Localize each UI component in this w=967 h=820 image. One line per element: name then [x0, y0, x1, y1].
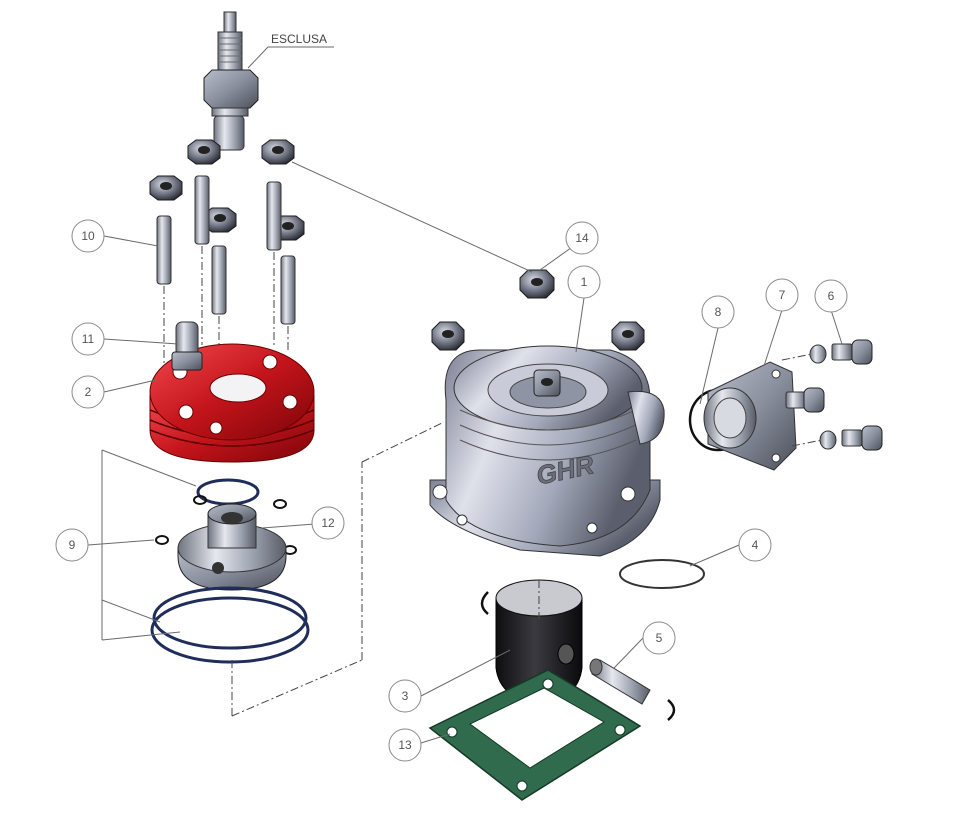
callout-6: 6	[814, 279, 848, 313]
svg-text:6: 6	[828, 289, 835, 303]
spark-plug	[203, 11, 259, 151]
nut-projection-line	[291, 161, 533, 273]
callout-8: 8	[701, 295, 735, 329]
piston-ring	[619, 559, 705, 589]
svg-text:11: 11	[82, 332, 95, 346]
callout-5: 5	[642, 621, 676, 655]
cylinder-nut-14	[519, 269, 555, 299]
svg-text:14: 14	[575, 231, 589, 245]
piston-pin	[589, 658, 651, 705]
head-nut-top-right	[261, 139, 295, 165]
callout-14: 14	[565, 221, 599, 255]
svg-text:5: 5	[656, 631, 663, 645]
callout-1: 1	[567, 265, 601, 299]
svg-text:10: 10	[81, 229, 95, 243]
head-nut-top-left	[187, 139, 221, 165]
piston-clips	[480, 591, 676, 721]
esclusa-label: ESCLUSA	[271, 32, 327, 46]
callout-2: 2	[71, 375, 105, 409]
svg-text:4: 4	[752, 538, 759, 552]
head-nut-mid	[203, 207, 237, 233]
cylinder-nut-left	[431, 321, 465, 351]
svg-text:8: 8	[715, 305, 722, 319]
callout-12: 12	[311, 506, 345, 540]
piston	[495, 579, 583, 703]
svg-text:1: 1	[581, 275, 588, 289]
stud-centerlines	[163, 246, 289, 380]
oring-large-upper	[196, 478, 260, 506]
callout-3: 3	[388, 679, 422, 713]
combustion-insert	[177, 503, 287, 591]
assembly-axis	[231, 421, 445, 717]
svg-text:13: 13	[398, 738, 412, 752]
oring-large-lower	[150, 586, 310, 664]
callout-9: 9	[55, 528, 89, 562]
callout-11: 11	[71, 322, 105, 356]
svg-text:2: 2	[85, 385, 92, 399]
callout-4: 4	[738, 528, 772, 562]
base-gasket	[428, 669, 642, 801]
flange-bolts	[785, 339, 883, 451]
exhaust-flange	[703, 361, 797, 471]
esclusa-leader	[247, 46, 269, 69]
callout-9-leaders	[87, 449, 197, 641]
flange-dashed-lines	[781, 353, 823, 447]
svg-text:3: 3	[402, 689, 409, 703]
callout-7: 7	[765, 278, 799, 312]
callout-13: 13	[388, 728, 422, 762]
cylinder-nut-right	[611, 321, 645, 351]
svg-text:9: 9	[69, 538, 76, 552]
head-nut-left	[149, 175, 183, 201]
stud-set	[156, 175, 296, 325]
svg-text:12: 12	[321, 516, 335, 530]
svg-text:7: 7	[779, 288, 786, 302]
cylinder-body: GHR	[429, 345, 665, 557]
hose-fitting	[171, 321, 203, 371]
callout-10: 10	[71, 219, 105, 253]
